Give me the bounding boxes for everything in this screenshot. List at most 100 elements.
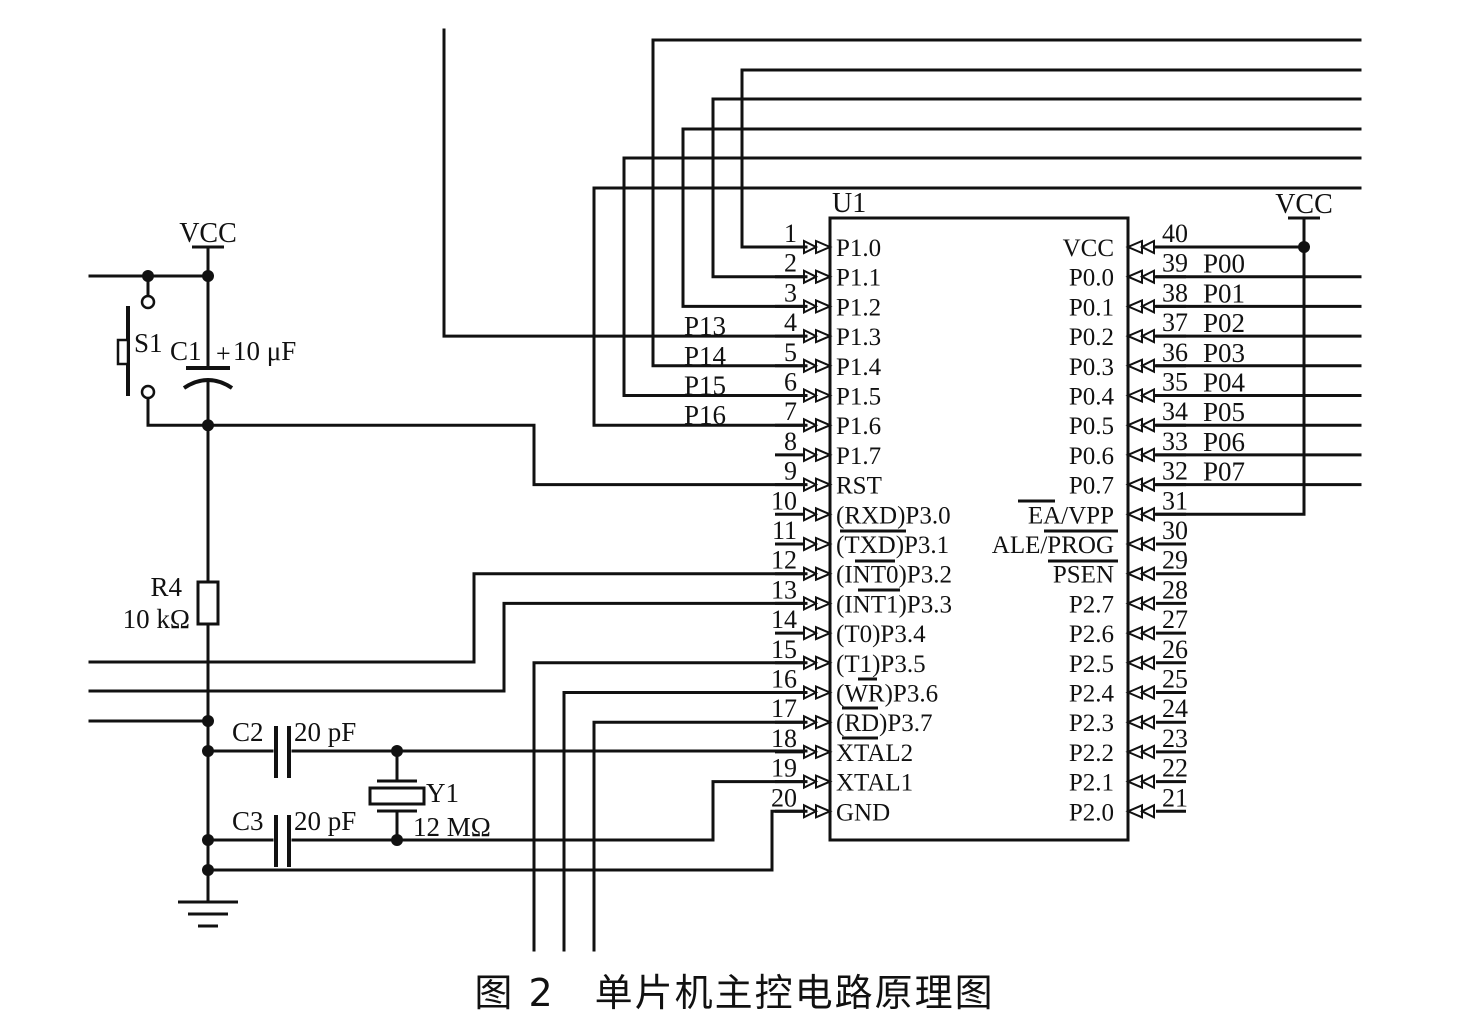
pin-name-36: P0.3 (1069, 354, 1114, 381)
wire-rst (206, 423, 808, 487)
pin-name-11: (TXD)P3.1 (836, 532, 949, 559)
pin-name-40: VCC (1063, 235, 1114, 262)
net-label-P06: P06 (1203, 427, 1245, 457)
c1-polarity-icon: + (216, 339, 231, 368)
pin-number-30: 30 (1162, 516, 1188, 545)
pin-14-marker-tail (803, 625, 819, 641)
wire-xtal1 (291, 780, 808, 842)
c1-label: C1 (170, 336, 202, 366)
pin-number-12: 12 (771, 546, 797, 575)
vcc-left-label: VCC (179, 218, 237, 249)
s1-actuator (116, 338, 130, 366)
s1-label: S1 (134, 328, 163, 358)
pin-16-marker-tail (803, 684, 819, 701)
pin-name-24: P2.3 (1069, 710, 1114, 737)
pin-20-marker-tail (803, 803, 819, 819)
pin-name-4: P1.3 (836, 324, 881, 351)
pin-31-marker-tail (1139, 506, 1155, 522)
pin-number-20: 20 (771, 783, 797, 812)
bus-wire-p15 (622, 156, 1362, 397)
pin-number-22: 22 (1162, 754, 1188, 783)
pin-9-marker-tail (803, 476, 819, 493)
net-label-P16: P16 (684, 400, 726, 430)
net-label-P02: P02 (1203, 308, 1245, 338)
pin-11-marker-tail (803, 536, 819, 552)
c3-value: 20 pF (294, 806, 356, 836)
pin-number-28: 28 (1162, 575, 1188, 604)
pin-10-marker-tail (803, 506, 819, 522)
junction-vcc-b (142, 270, 154, 282)
net-label-P14: P14 (684, 341, 727, 371)
junction-vcc-right (1298, 241, 1310, 253)
junction-xtal2 (391, 745, 403, 757)
pin-number-10: 10 (771, 486, 797, 515)
c1-plate-bottom (182, 378, 234, 390)
pin-number-14: 14 (771, 605, 797, 634)
pin-number-18: 18 (771, 724, 797, 753)
wire-vcc-ea (1154, 245, 1306, 516)
pin-name-1: P1.0 (836, 235, 881, 262)
pin-number-38: 38 (1162, 278, 1188, 307)
pin-name-18: XTAL2 (836, 740, 913, 767)
junction-rail-c (202, 834, 214, 846)
r4-body (196, 580, 220, 626)
pin-39-marker-tail (1139, 269, 1155, 285)
pin-35-marker-tail (1139, 387, 1155, 404)
pin-name-22: P2.1 (1069, 770, 1114, 797)
s1-contact-bottom (140, 384, 156, 400)
pin-number-32: 32 (1162, 457, 1188, 486)
pin-number-36: 36 (1162, 338, 1188, 367)
y1-label: Y1 (426, 778, 459, 808)
pin-5-marker-tail (803, 358, 819, 374)
wire-int1 (88, 601, 808, 693)
pin-number-31: 31 (1162, 486, 1188, 515)
pin-number-6: 6 (784, 368, 797, 397)
pin-number-11: 11 (772, 516, 797, 545)
pin-number-27: 27 (1162, 605, 1188, 634)
pin-19-marker-tail (803, 773, 819, 790)
pin-13-marker-tail (803, 595, 819, 612)
net-label-P15: P15 (684, 371, 726, 401)
junction-rail-d (202, 864, 214, 876)
pin-number-7: 7 (784, 397, 797, 426)
pin-number-35: 35 (1162, 368, 1188, 397)
pin-name-7: P1.6 (836, 413, 881, 440)
net-label-P13: P13 (684, 311, 726, 341)
wire-s1-bottom (146, 396, 210, 427)
pin-22-marker-tail (1139, 773, 1155, 790)
y1-value: 12 MΩ (413, 812, 491, 842)
pin-15-marker-tail (803, 655, 819, 671)
bus-wire-p12 (681, 127, 1362, 308)
pin-number-4: 4 (784, 308, 797, 337)
pin-name-33: P0.6 (1069, 443, 1114, 470)
pin-1-marker-tail (803, 239, 819, 255)
pin-name-30: ALE/PROG (992, 532, 1114, 559)
pin-name-5: P1.4 (836, 354, 882, 381)
pin-name-35: P0.4 (1069, 384, 1115, 411)
wire-rd (592, 720, 808, 952)
pin-number-1: 1 (784, 219, 797, 248)
pin-name-15: (T1)P3.5 (836, 651, 926, 678)
pin-name-32: P0.7 (1069, 473, 1114, 500)
pin-number-3: 3 (784, 278, 797, 307)
pin-24-marker-tail (1139, 714, 1155, 730)
wire-int0 (88, 572, 808, 664)
pin-name-31: EA/VPP (1028, 502, 1114, 529)
net-label-P05: P05 (1203, 397, 1245, 427)
bus-wire-p13 (442, 28, 808, 338)
schematic-diagram: U11P1.02P1.13P1.24P1.3P135P1.4P146P1.5P1… (88, 28, 1362, 952)
r4-value: 10 kΩ (123, 604, 190, 634)
pin-number-19: 19 (771, 754, 797, 783)
pin-name-39: P0.0 (1069, 265, 1114, 292)
junction-reset (202, 419, 214, 432)
pin-name-16: (WR)P3.6 (836, 681, 938, 708)
pin-number-34: 34 (1162, 397, 1188, 426)
pin-name-17: (RD)P3.7 (836, 710, 933, 737)
junction-rail-a (202, 715, 214, 727)
pin-number-29: 29 (1162, 546, 1188, 575)
pin-name-28: P2.7 (1069, 591, 1114, 618)
pin-number-8: 8 (784, 427, 797, 456)
pin-number-5: 5 (784, 338, 797, 367)
pin-23-marker-tail (1139, 744, 1155, 760)
pin-2-marker-tail (803, 269, 819, 285)
